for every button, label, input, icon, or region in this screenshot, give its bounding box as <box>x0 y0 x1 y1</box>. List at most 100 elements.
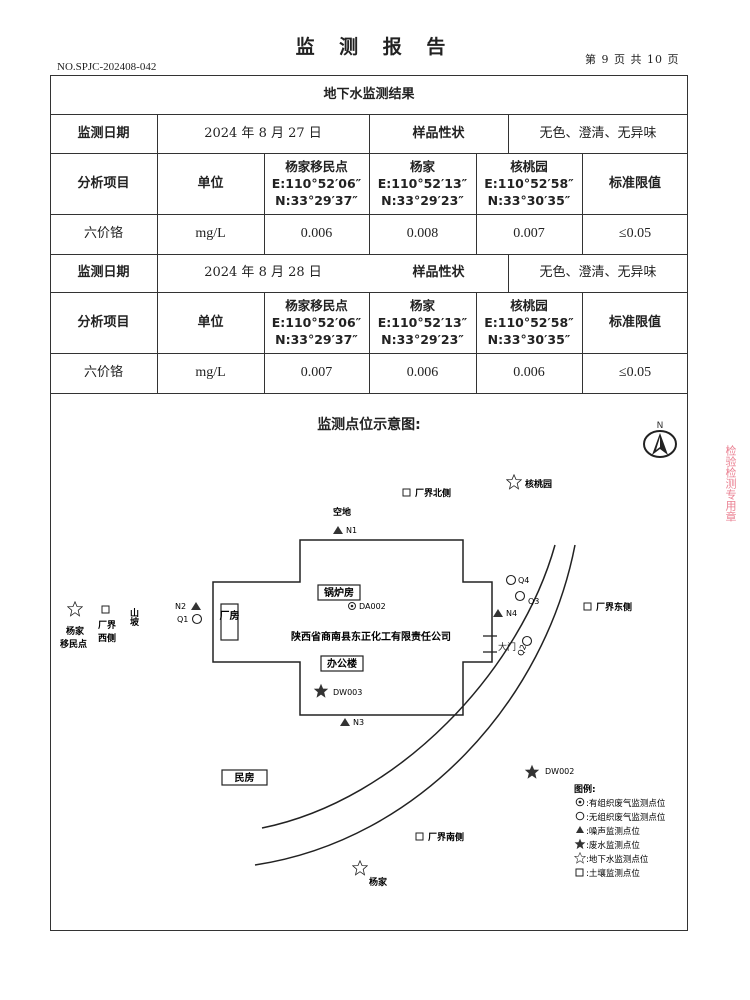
point-label: N2 <box>175 602 186 611</box>
page-info: 第 9 页 共 10 页 <box>585 53 680 66</box>
monitoring-date: 2024 年 8 月 28 日 <box>204 265 322 280</box>
table-line <box>50 254 688 255</box>
seal-stamp: 检验检测专用章 <box>724 445 737 522</box>
location-north: N:33°30′35″ <box>487 332 571 347</box>
location-north: N:33°29′37″ <box>275 193 358 208</box>
road-outer-edge <box>254 544 576 866</box>
sample-character: 无色、澄清、无异味 <box>539 125 657 141</box>
groundwater-point-icon <box>67 601 83 617</box>
table-line <box>476 292 477 393</box>
legend: 图例: :有组织废气监测点位 :无组织废气监测点位 :噪声监测点位 :废水监测点… <box>574 783 666 879</box>
result-value: 0.008 <box>406 226 439 241</box>
groundwater-point-icon <box>574 852 586 864</box>
point-label: N3 <box>353 718 364 727</box>
stack-gas-point-icon <box>578 800 582 804</box>
point-label: Q1 <box>177 615 188 624</box>
factory-label: 厂房 <box>220 609 240 622</box>
table-line <box>582 153 583 254</box>
soil-point-icon <box>415 832 424 841</box>
noise-point-icon <box>493 609 503 617</box>
table-line <box>508 254 509 292</box>
point-label: 核桃园 <box>525 478 552 490</box>
noise-point-icon <box>576 826 584 833</box>
point-label: DA002 <box>359 602 386 611</box>
unit-value: mg/L <box>195 226 226 241</box>
result-value: 0.006 <box>300 226 333 241</box>
table-line <box>369 114 370 153</box>
unit-label: 单位 <box>197 175 224 191</box>
location-header: 杨家移民点 E:110°52′06″ N:33°29′37″ <box>264 153 369 214</box>
road-inner-edge <box>261 544 556 829</box>
limit-value: ≤0.05 <box>618 226 652 241</box>
location-name: 杨家移民点 <box>285 159 348 174</box>
location-east: E:110°52′13″ <box>377 315 468 330</box>
legend-item: :噪声监测点位 <box>586 826 640 837</box>
unit-value: mg/L <box>195 365 226 380</box>
point-label: 厂界北侧 <box>415 487 451 499</box>
soil-point-icon <box>402 488 411 497</box>
table-line <box>582 292 583 393</box>
factory-box <box>220 603 239 641</box>
location-north: N:33°29′23″ <box>381 193 464 208</box>
point-label: Q4 <box>518 576 529 585</box>
point-label: Q2 <box>516 643 528 657</box>
noise-point-icon <box>191 602 201 610</box>
mountain-label: 山坡 <box>128 607 139 627</box>
result-value: 0.007 <box>300 365 333 380</box>
residence-label: 民房 <box>235 771 255 784</box>
table-line <box>157 254 158 292</box>
point-label: 厂界 <box>98 620 116 631</box>
point-label: 杨家 <box>369 876 388 888</box>
legend-item: :地下水监测点位 <box>586 854 649 865</box>
fugitive-gas-point-icon <box>521 635 533 647</box>
location-north: N:33°29′37″ <box>275 332 358 347</box>
location-north: N:33°30′35″ <box>487 193 571 208</box>
office-box <box>320 655 364 672</box>
location-east: E:110°52′13″ <box>377 176 468 191</box>
boiler-room-label: 锅炉房 <box>324 586 354 599</box>
sample-label: 样品性状 <box>412 125 465 141</box>
map-title: 监测点位示意图: <box>317 417 421 433</box>
location-name: 杨家移民点 <box>285 298 348 313</box>
groundwater-point-icon <box>506 474 522 490</box>
sample-character: 无色、澄清、无异味 <box>539 265 657 280</box>
point-label: 杨家 <box>66 625 85 637</box>
point-label: 西侧 <box>98 632 116 644</box>
report-frame <box>50 75 688 931</box>
legend-item: :有组织废气监测点位 <box>586 798 666 809</box>
table-line <box>157 292 158 393</box>
location-header: 核桃园 E:110°52′58″ N:33°30′35″ <box>476 292 582 353</box>
point-label: Q3 <box>528 597 539 606</box>
point-label: 厂界东侧 <box>596 601 632 613</box>
boiler-room-box <box>317 584 361 601</box>
result-value: 0.006 <box>406 365 439 380</box>
point-label: N1 <box>346 526 357 535</box>
point-label: N4 <box>506 609 517 618</box>
office-label: 办公楼 <box>327 657 357 670</box>
location-name: 核桃园 <box>510 298 548 313</box>
sample-label: 样品性状 <box>412 265 465 280</box>
fugitive-gas-point-icon <box>575 811 585 821</box>
result-value: 0.007 <box>513 226 545 241</box>
fugitive-gas-point-icon <box>191 613 203 625</box>
point-label: DW003 <box>333 688 362 697</box>
legend-item: :土壤监测点位 <box>586 868 640 879</box>
north-arrow-icon <box>643 430 677 458</box>
location-name: 核桃园 <box>510 159 548 174</box>
table-line <box>50 393 688 394</box>
soil-point-icon <box>583 602 592 611</box>
north-label: N <box>657 421 664 431</box>
item-label: 分析项目 <box>77 314 130 330</box>
gate-label: 大门 <box>498 641 516 653</box>
point-label: 厂界南侧 <box>428 831 464 843</box>
company-name: 陕西省商南县东正化工有限责任公司 <box>291 630 451 643</box>
table-line <box>264 153 265 254</box>
analysis-item: 六价铬 <box>83 365 123 380</box>
location-north: N:33°29′23″ <box>381 332 464 347</box>
report-title: 监 测 报 告 <box>295 36 455 58</box>
table-line <box>476 153 477 254</box>
location-east: E:110°52′06″ <box>271 315 362 330</box>
wastewater-point-icon <box>313 683 329 698</box>
residence-box <box>221 769 268 786</box>
